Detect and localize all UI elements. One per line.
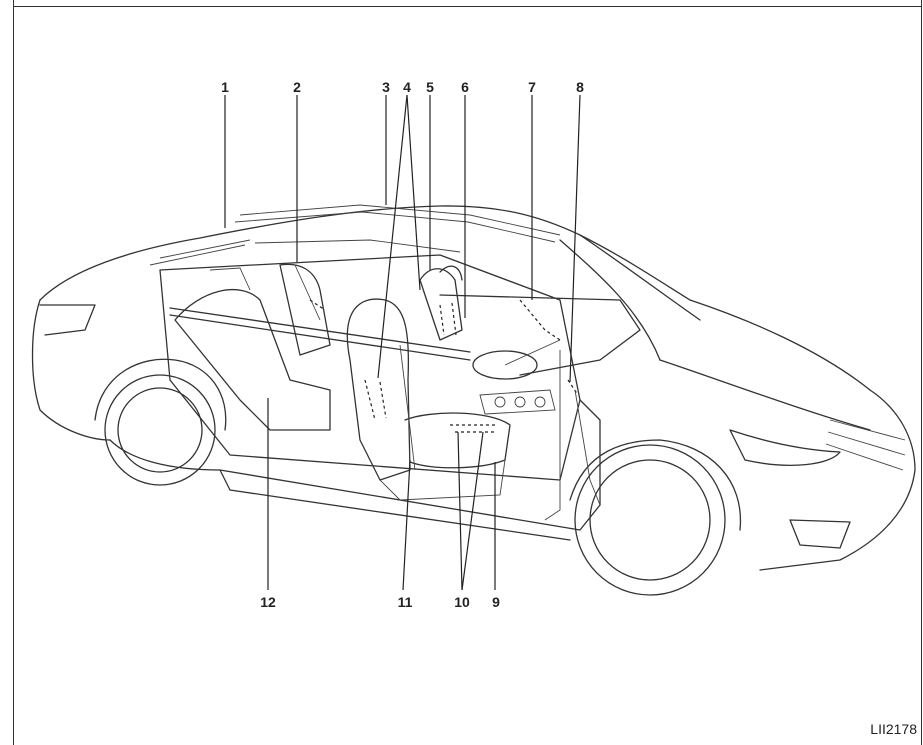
callout-6: 6	[461, 79, 469, 95]
callout-10: 10	[454, 594, 470, 610]
callout-2: 2	[293, 79, 301, 95]
callout-12: 12	[260, 594, 276, 610]
callout-1: 1	[221, 79, 229, 95]
callout-9: 9	[492, 594, 500, 610]
callout-5: 5	[426, 79, 434, 95]
leader-lines	[224, 94, 581, 591]
figure-frame	[13, 0, 922, 745]
callout-3: 3	[382, 79, 390, 95]
callout-8: 8	[576, 79, 584, 95]
figure-code: LII2178	[870, 721, 917, 737]
callout-4: 4	[403, 79, 411, 95]
callout-7: 7	[528, 79, 536, 95]
callout-11: 11	[398, 594, 413, 610]
figure-frame-top	[13, 6, 922, 7]
callout-labels: 1 2 3 4 5 6 7 8 9 10 11 12	[221, 79, 584, 610]
car-illustration	[31, 204, 916, 596]
